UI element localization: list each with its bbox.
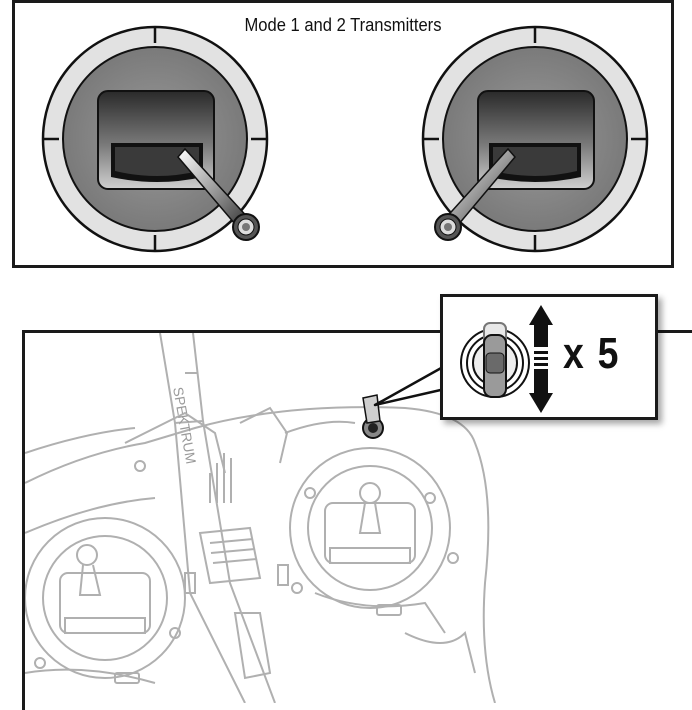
repeat-count-label: x 5 — [563, 329, 621, 378]
toggle-switch-icon — [362, 394, 384, 439]
toggle-detail-icon — [460, 322, 530, 398]
switch-callout: x 5 — [440, 294, 658, 420]
gimbal-diagram-panel: Mode 1 and 2 Transmitters — [12, 0, 674, 268]
diagram-title: Mode 1 and 2 Transmitters — [244, 15, 442, 35]
gimbal-left-icon — [41, 25, 269, 253]
up-down-arrow-icon — [529, 305, 553, 413]
gimbal-right-icon — [421, 25, 649, 253]
transmitter-illustration: SPEKTRUM — [25, 333, 496, 703]
